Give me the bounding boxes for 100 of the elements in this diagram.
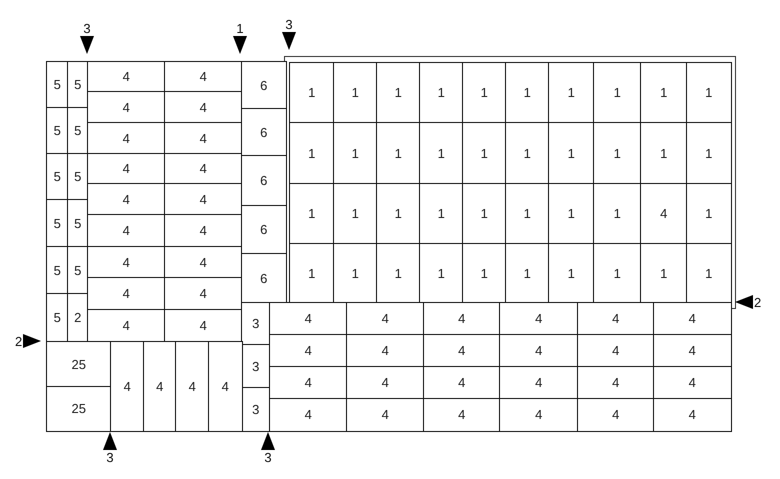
cut-piece [164, 214, 242, 248]
piece-number: 25 [72, 402, 86, 416]
piece-number: 4 [458, 376, 466, 390]
piece-number: 1 [308, 86, 316, 100]
piece-number: 4 [458, 344, 466, 358]
cut-piece [686, 62, 732, 124]
cut-piece [164, 61, 242, 92]
cut-piece [346, 366, 424, 400]
cut-piece [505, 243, 550, 304]
piece-number: 3 [252, 317, 260, 330]
cut-piece [462, 243, 506, 304]
cut-number: 2 [754, 296, 762, 308]
cut-piece [87, 153, 166, 184]
piece-number: 5 [54, 124, 61, 138]
cut-piece [376, 62, 420, 124]
piece-number: 1 [705, 146, 712, 160]
cut-piece [548, 62, 594, 124]
piece-number: 1 [394, 207, 402, 220]
cut-piece [577, 398, 654, 432]
piece-number: 1 [308, 207, 316, 220]
piece-number: 1 [394, 86, 402, 100]
piece-number: 1 [660, 266, 668, 280]
piece-number: 4 [382, 312, 389, 326]
piece-number: 4 [458, 312, 466, 326]
cut-piece [419, 183, 464, 244]
piece-number: 1 [352, 207, 359, 220]
piece-number: 1 [352, 266, 359, 280]
cut-piece [241, 253, 286, 304]
cut-piece [175, 341, 210, 432]
cut-piece [333, 243, 378, 304]
piece-number: 4 [122, 287, 130, 300]
piece-number: 6 [260, 174, 268, 188]
piece-number: 4 [200, 192, 207, 206]
piece-number: 25 [72, 358, 86, 371]
piece-number: 1 [705, 266, 712, 280]
cut-piece [653, 366, 732, 400]
piece-number: 4 [122, 319, 130, 332]
piece-number: 1 [394, 266, 402, 280]
cut-piece [269, 334, 348, 368]
piece-number: 5 [74, 216, 82, 230]
cut-piece [289, 62, 334, 124]
cut-piece [164, 91, 242, 124]
piece-number: 1 [568, 207, 575, 220]
cut-piece [333, 122, 378, 184]
cut-piece [653, 334, 732, 368]
cut-piece [333, 183, 378, 244]
cut-piece [423, 334, 500, 368]
cut-piece [593, 243, 642, 304]
cut-piece [499, 334, 578, 368]
piece-number: 1 [524, 266, 531, 280]
piece-number: 4 [122, 162, 130, 176]
piece-number: 1 [480, 146, 488, 160]
piece-number: 1 [524, 146, 531, 160]
cut-piece [577, 334, 654, 368]
cut-piece [548, 183, 594, 244]
cut-piece [164, 122, 242, 154]
cut-piece [376, 243, 420, 304]
piece-number: 1 [480, 207, 488, 220]
cut-piece [653, 302, 732, 336]
piece-number: 4 [688, 344, 696, 358]
piece-number: 2 [74, 311, 82, 324]
piece-number: 4 [304, 408, 312, 422]
cut-piece [419, 122, 464, 184]
cut-piece [269, 302, 348, 336]
piece-number: 4 [200, 70, 207, 84]
cut-piece [548, 122, 594, 184]
piece-number: 4 [535, 376, 542, 390]
cut-piece [87, 277, 166, 310]
cut-piece [289, 183, 334, 244]
piece-number: 1 [352, 146, 359, 160]
piece-number: 5 [54, 170, 61, 184]
cut-piece [289, 122, 334, 184]
piece-number: 1 [705, 86, 712, 100]
cut-piece [164, 277, 242, 310]
cut-piece [419, 243, 464, 304]
piece-number: 4 [612, 312, 620, 326]
cut-piece [462, 122, 506, 184]
piece-number: 4 [612, 376, 620, 390]
piece-number: 4 [124, 380, 131, 393]
piece-number: 5 [54, 216, 61, 230]
cut-piece [164, 183, 242, 216]
piece-number: 1 [660, 146, 668, 160]
cut-number: 2 [15, 334, 22, 348]
piece-number: 4 [304, 312, 312, 326]
piece-number: 1 [614, 86, 621, 100]
cut-piece [241, 155, 286, 206]
piece-number: 4 [612, 344, 620, 358]
cut-piece [640, 122, 688, 184]
cut-number: 1 [236, 22, 244, 35]
cut-piece [423, 398, 500, 432]
piece-number: 4 [688, 376, 696, 390]
cut-piece [686, 122, 732, 184]
cut-piece [577, 302, 654, 336]
piece-number: 1 [352, 86, 359, 100]
cut-piece [208, 341, 242, 432]
piece-number: 1 [438, 266, 445, 280]
piece-number: 1 [614, 146, 621, 160]
piece-number: 1 [438, 207, 445, 220]
piece-number: 6 [260, 223, 268, 236]
piece-number: 5 [54, 78, 61, 92]
